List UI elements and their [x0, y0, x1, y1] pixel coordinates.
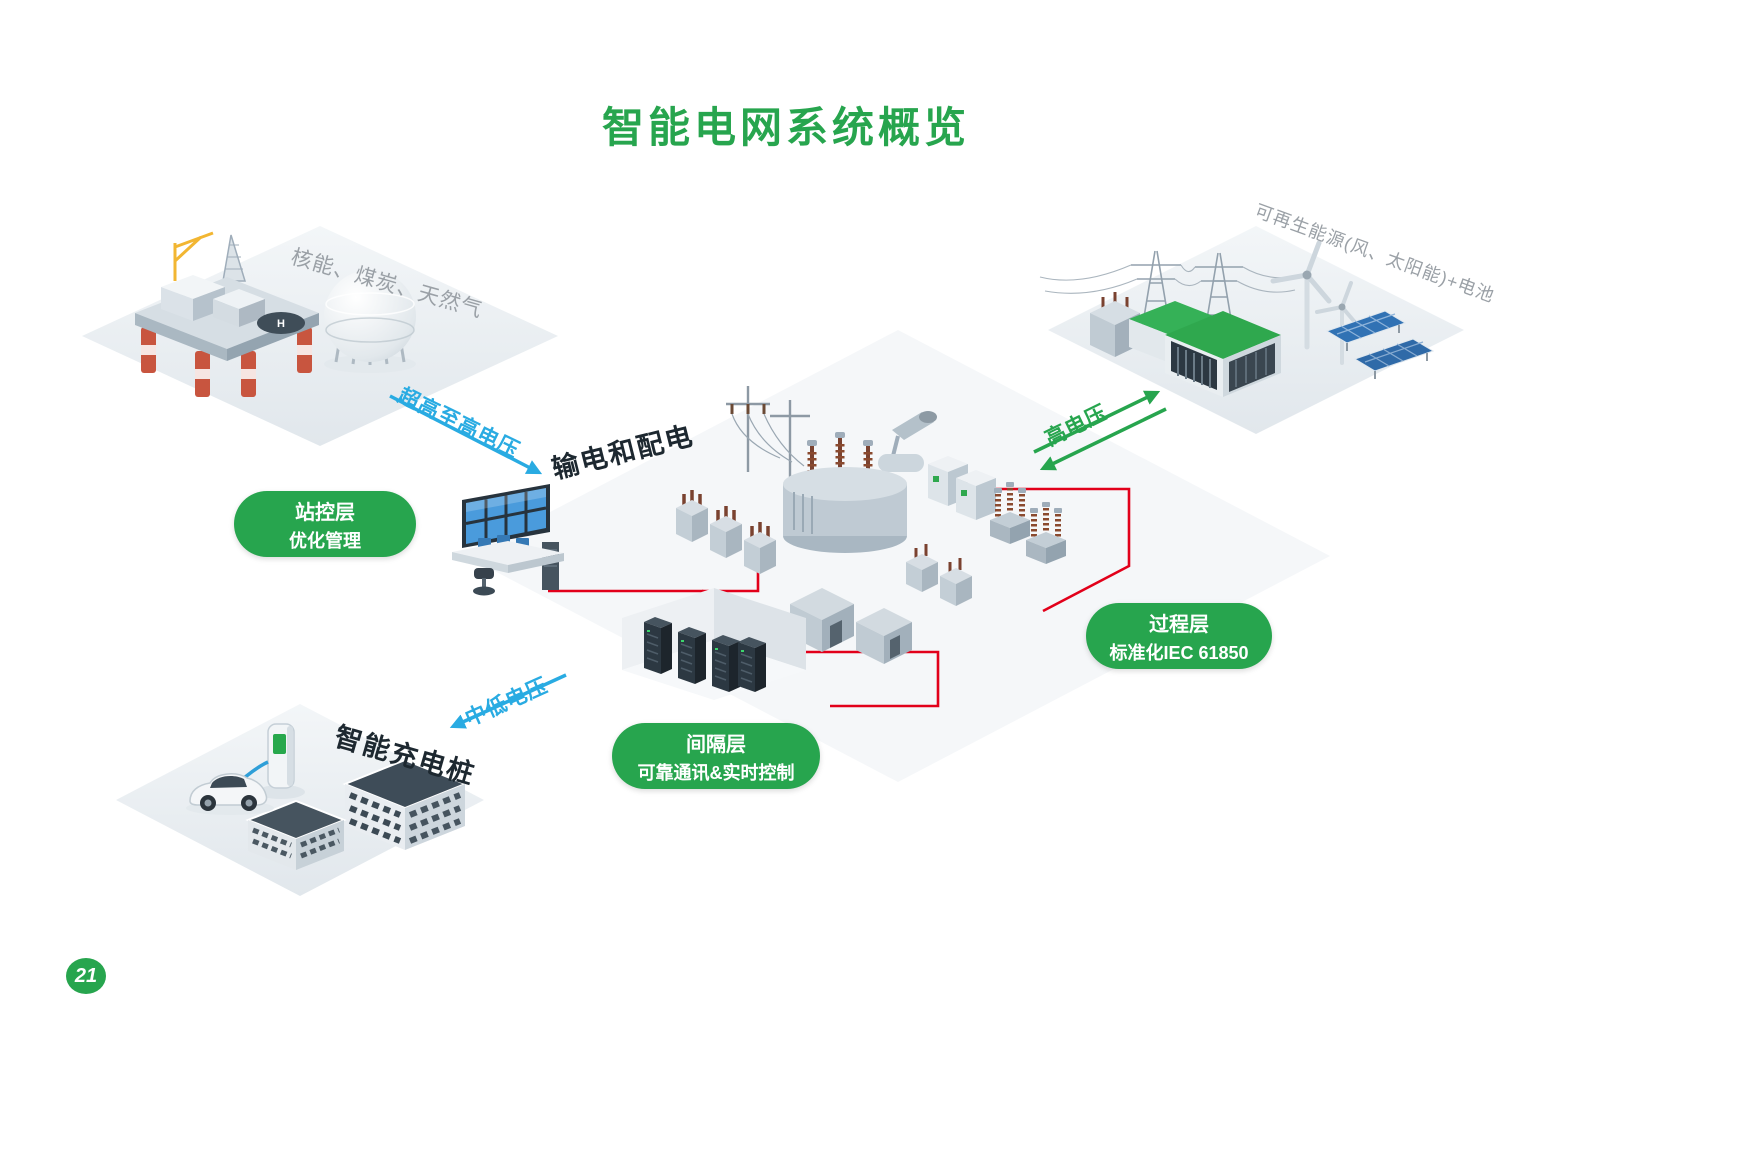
hv-arrow-in	[1039, 407, 1167, 471]
page-number-badge: 21	[66, 958, 106, 994]
renewable-energy-illustration	[1039, 240, 1435, 397]
badge-line-2: 标准化IEC 61850	[1109, 642, 1249, 663]
slide-title: 智能电网系统概览	[601, 104, 970, 151]
solar-panels-icon	[1325, 310, 1435, 379]
helipad-marker: H	[277, 318, 285, 330]
switchgear-units-icon	[906, 544, 972, 606]
electric-car-icon	[186, 773, 274, 815]
chair-icon	[474, 568, 494, 579]
mlv-arrow	[449, 673, 567, 729]
ev-charging-illustration	[186, 723, 468, 870]
station-level-badge: 站控层 优化管理	[234, 491, 416, 557]
gas-storage-tank-illustration	[324, 270, 416, 373]
hv-arrow-out	[1033, 390, 1161, 454]
main-transformer-icon	[783, 411, 937, 553]
badge-line-2: 优化管理	[289, 530, 361, 551]
badge-line-1: 站控层	[295, 501, 355, 524]
badge-line-1: 过程层	[1149, 613, 1209, 636]
control-room-illustration	[452, 484, 564, 596]
badge-line-2: 可靠通讯&实时控制	[637, 762, 795, 783]
bay-level-badge: 间隔层 可靠通讯&实时控制	[612, 723, 820, 789]
office-building-small-icon	[245, 799, 347, 870]
derrick-icon	[222, 234, 247, 282]
ehv-arrow	[389, 394, 543, 475]
office-building-large-icon	[342, 758, 468, 850]
substation-illustration	[676, 386, 1066, 664]
process-level-badge: 过程层 标准化IEC 61850	[1086, 603, 1272, 669]
crane-icon	[173, 231, 214, 281]
server-room-illustration	[622, 588, 806, 700]
ev-charger-icon	[229, 723, 305, 799]
power-lines-icon	[1039, 264, 1301, 294]
control-cabinets-icon	[928, 456, 996, 520]
badge-line-1: 间隔层	[686, 733, 746, 756]
battery-storage-icon	[1129, 301, 1281, 397]
ev-island-ground	[116, 704, 484, 896]
flow-arrows	[389, 390, 1167, 729]
server-racks-icon	[644, 617, 766, 692]
distribution-transformers-icon	[676, 490, 776, 574]
disconnector-stands-icon	[990, 482, 1066, 564]
oil-platform-illustration: H	[135, 231, 319, 397]
helipad-icon	[257, 312, 305, 334]
